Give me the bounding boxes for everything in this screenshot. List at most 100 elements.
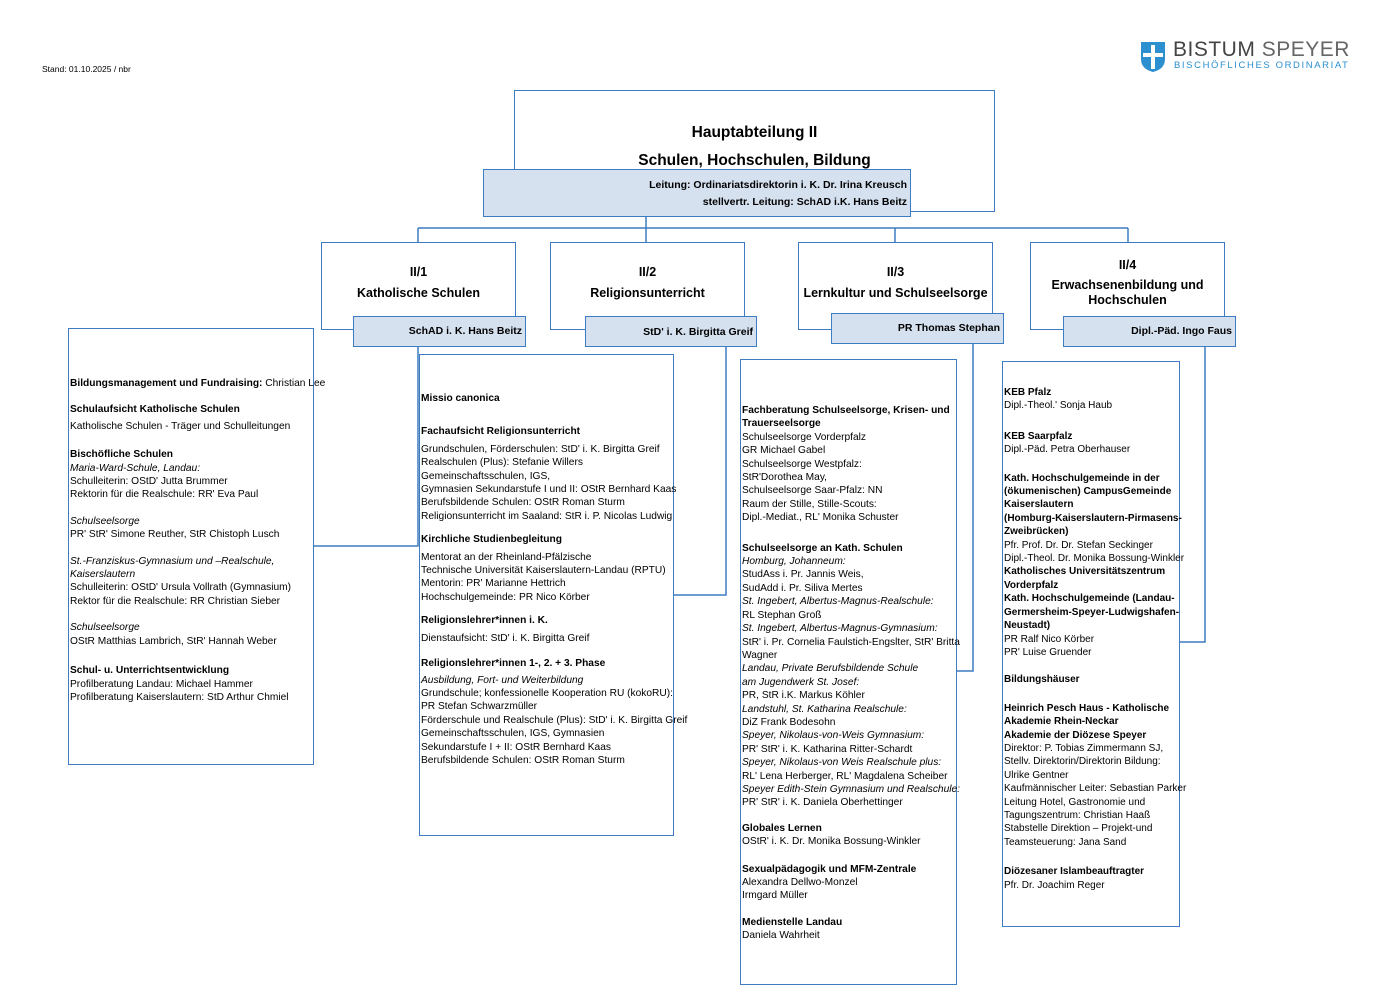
sk-line-15: PR' StR' i. K. Katharina Ritter-Schardt (742, 743, 913, 755)
kuz-line-1: PR Ralf Nico Körber (1004, 633, 1095, 645)
col4-box (1002, 361, 1180, 927)
maria-ward-leiterin: Schulleiterin: OStD' Jutta Brummer (70, 476, 228, 488)
sk-line-14: Speyer, Nikolaus-von-Weis Gymnasium: (742, 730, 925, 742)
maria-ward-line: Maria-Ward-Schule, Landau: (70, 462, 201, 474)
unit-ii-4-code: II/4 (1118, 258, 1137, 272)
sk-line-7: StR' i. Pr. Cornelia Faulstich-Engslter,… (742, 636, 960, 648)
col1-box (68, 328, 314, 765)
unit-ii-2-lead-box: StD' i. K. Birgitta Greif (585, 316, 757, 347)
hph-line-6: Tagungszentrum: Christian Haaß (1004, 809, 1151, 821)
fachberatung-line-5: Schulseelsorge Saar-Pfalz: NN (742, 485, 883, 497)
khg-heading-3: Kaiserslautern (1004, 499, 1074, 511)
fachberatung-line-3: Schulseelsorge Westpfalz: (742, 458, 862, 470)
sk-line-11: PR, StR i.K. Markus Köhler (742, 690, 865, 702)
profilberatung-landau: Profilberatung Landau: Michael Hammer (70, 678, 253, 690)
kuz-heading-4: Germersheim-Speyer-Ludwigshafen- (1004, 606, 1180, 618)
fachberatung-heading-2: Trauerseelsorge (742, 418, 821, 430)
religionslehrer-phase-line-1: Ausbildung, Fort- und Weiterbildung (421, 674, 584, 686)
sexualpaedagogik-line-1: Alexandra Dellwo-Monzel (742, 877, 858, 888)
sk-line-6: St. Ingebert, Albertus-Magnus-Gymnasium: (742, 623, 938, 635)
logo-name-b: SPEYER (1261, 38, 1350, 61)
religionslehrer-phase-heading: Religionslehrer*innen 1-, 2. + 3. Phase (421, 658, 606, 670)
islambeauftragter-line: Pfr. Dr. Joachim Reger (1004, 879, 1105, 891)
col3-content: Fachberatung Schulseelsorge, Krisen- und… (742, 404, 960, 943)
kuz-heading-3: Kath. Hochschulgemeinde (Landau- (1004, 593, 1175, 605)
studienbegleitung-line-2: Technische Universität Kaiserslautern-La… (421, 565, 666, 577)
religionslehrer-phase-line-7: Berufsbildende Schulen: OStR Roman Sturm (421, 754, 625, 766)
keb-pfalz-heading: KEB Pfalz (1004, 387, 1052, 398)
fachberatung-line-1: Schulseelsorge Vorderpfalz (742, 431, 867, 443)
globales-lernen-line: OStR' i. K. Dr. Monika Bossung-Winkler (742, 836, 921, 848)
logo-subtitle: BISCHÖFLICHES ORDINARIAT (1174, 60, 1350, 71)
schulseelsorge-1-heading: Schulseelsorge (70, 515, 140, 527)
unit-ii-2-name: Religionsunterricht (590, 286, 705, 300)
unit-ii-3-lead-box: PR Thomas Stephan (831, 313, 1004, 344)
unit-ii-4-name-2: Hochschulen (1088, 293, 1167, 307)
keb-saarpfalz-line: Dipl.-Päd. Petra Oberhauser (1004, 444, 1131, 456)
khg-heading-2: (ökumenischen) CampusGemeinde (1004, 486, 1172, 498)
missio-canonica-heading: Missio canonica (421, 393, 500, 404)
sk-line-9: Landau, Private Berufsbildende Schule (742, 663, 919, 675)
keb-saarpfalz-heading: KEB Saarpfalz (1004, 430, 1073, 442)
fachaufsicht-heading: Fachaufsicht Religionsunterricht (421, 426, 581, 438)
sk-line-12: Landstuhl, St. Katharina Realschule: (742, 703, 907, 715)
hph-heading-2: Akademie Rhein-Neckar (1004, 716, 1119, 728)
hph-line-2: Stellv. Direktorin/Direktorin Bildung: (1004, 756, 1161, 768)
studienbegleitung-line-4: Hochschulgemeinde: PR Nico Körber (421, 591, 590, 603)
kuz-line-2: PR' Luise Gruender (1004, 646, 1092, 658)
religionslehrer-phase-line-4: Förderschule und Realschule (Plus): StD'… (421, 714, 688, 726)
profilberatung-kl: Profilberatung Kaiserslautern: StD Arthu… (70, 691, 289, 703)
unit-ii-2-code: II/2 (638, 265, 657, 279)
schulseelsorge-2-line: OStR Matthias Lambrich, StR' Hannah Webe… (70, 635, 277, 647)
sk-line-2: StudAss i. Pr. Jannis Weis, (742, 569, 864, 581)
main-title: Hauptabteilung II (691, 124, 818, 141)
main-lead-1: Leitung: Ordinariatsdirektorin i. K. Dr.… (649, 179, 907, 191)
fachaufsicht-line-3: Gemeinschaftsschulen, IGS, (421, 470, 551, 482)
fachaufsicht-line-5: Berufsbildende Schulen: OStR Roman Sturm (421, 497, 625, 509)
hph-line-8: Teamsteuerung: Jana Sand (1004, 836, 1127, 848)
sk-line-13: DiZ Frank Bodesohn (742, 716, 836, 728)
schulentwicklung-heading: Schul- u. Unterrichtsentwicklung (70, 665, 230, 677)
bildungshaeuser-heading: Bildungshäuser (1004, 674, 1080, 686)
sk-line-5: RL Stephan Groß (742, 609, 822, 621)
khg-line-2: Dipl.-Theol. Dr. Monika Bossung-Winkler (1004, 553, 1185, 565)
logo-name-a: BISTUM (1173, 38, 1256, 61)
unit-ii-4-name-1: Erwachsenenbildung und (1051, 278, 1204, 292)
bildungsmanagement-heading: Bildungsmanagement und Fundraising: (70, 378, 263, 389)
franziskus-line-1: St.-Franziskus-Gymnasium und –Realschule… (70, 555, 275, 567)
keb-pfalz-line: Dipl.-Theol.' Sonja Haub (1004, 400, 1113, 412)
sk-line-10: am Jugendwerk St. Josef: (742, 676, 860, 688)
unit-ii-4-lead: Dipl.-Päd. Ingo Faus (1131, 325, 1232, 337)
hph-heading-3: Akademie der Diözese Speyer (1004, 729, 1147, 741)
globales-lernen-heading: Globales Lernen (742, 822, 822, 834)
schulseelsorge-2-heading: Schulseelsorge (70, 622, 140, 634)
bildungsmanagement-value: Christian Lee (262, 378, 326, 389)
sk-line-18: Speyer Edith-Stein Gymnasium und Realsch… (742, 783, 961, 795)
col4-content: KEB Pfalz Dipl.-Theol.' Sonja Haub KEB S… (1004, 386, 1186, 892)
maria-ward-rektorin: Rektorin für die Realschule: RR' Eva Pau… (70, 489, 259, 501)
bistum-speyer-logo: BISTUM SPEYER BISCHÖFLICHES ORDINARIAT (1140, 38, 1370, 76)
medienstelle-line: Daniela Wahrheit (742, 930, 820, 942)
religionslehrer-ik-line: Dienstaufsicht: StD' i. K. Birgitta Grei… (421, 632, 590, 644)
schulaufsicht-line: Katholische Schulen - Träger und Schulle… (70, 420, 291, 432)
unit-ii-1-lead-box: SchAD i. K. Hans Beitz (353, 316, 526, 347)
sk-line-19: PR' StR' i. K. Daniela Oberhettinger (742, 797, 903, 809)
sk-line-8: Wagner (742, 649, 778, 661)
unit-ii-3-lead: PR Thomas Stephan (897, 322, 1000, 334)
medienstelle-heading: Medienstelle Landau (742, 916, 843, 928)
schulseelsorge-kath-heading: Schulseelsorge an Kath. Schulen (742, 542, 903, 554)
schulseelsorge-1-line: PR' StR' Simone Reuther, StR Chistoph Lu… (70, 529, 280, 541)
kuz-heading-2: Vorderpfalz (1004, 579, 1059, 591)
fachberatung-heading-1: Fachberatung Schulseelsorge, Krisen- und (742, 405, 950, 416)
hph-line-4: Kaufmännischer Leiter: Sebastian Parker (1004, 783, 1187, 795)
unit-ii-1-code: II/1 (409, 265, 428, 279)
fachberatung-line-6: Raum der Stille, Stille-Scouts: (742, 498, 877, 510)
studienbegleitung-line-3: Mentorin: PR' Marianne Hettrich (421, 578, 566, 590)
unit-ii-2-box: II/2 Religionsunterricht (550, 242, 745, 330)
sexualpaedagogik-line-2: Irmgard Müller (742, 890, 808, 902)
col3-box (740, 359, 957, 985)
unit-ii-3-code: II/3 (886, 265, 905, 279)
studienbegleitung-heading: Kirchliche Studienbegleitung (421, 534, 562, 546)
sk-line-17: RL' Lena Herberger, RL' Magdalena Scheib… (742, 770, 948, 782)
unit-ii-1-lead: SchAD i. K. Hans Beitz (408, 325, 522, 337)
